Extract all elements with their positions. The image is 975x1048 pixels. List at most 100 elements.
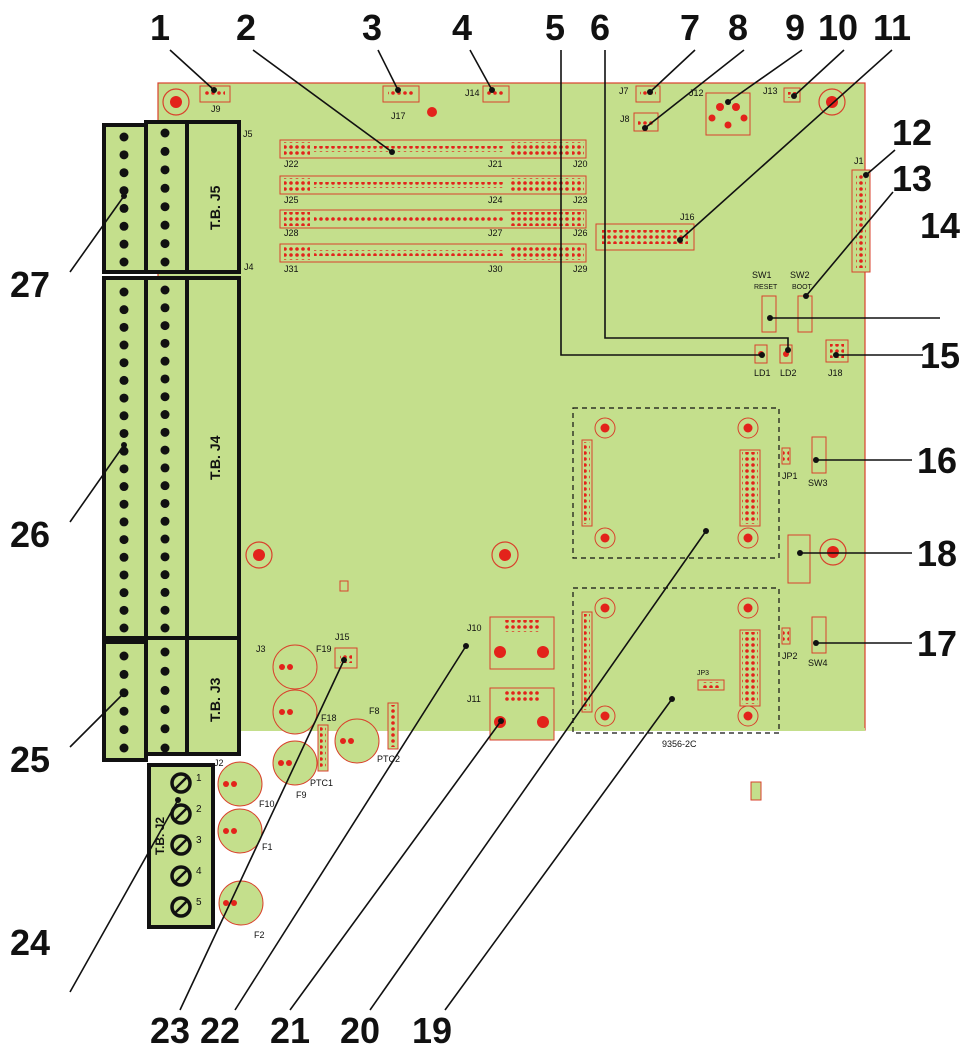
module-footprint-upper — [572, 407, 780, 559]
terminal-screw — [160, 445, 170, 455]
screw-slot — [174, 807, 188, 821]
terminal-screw — [160, 647, 170, 657]
terminal-block-j5: T.B. J5 — [102, 120, 241, 274]
terminal-block-j4: T.B. J4 — [102, 276, 241, 640]
terminal-screw — [119, 570, 129, 580]
terminal-screw — [119, 411, 129, 421]
terminal-screw — [160, 356, 170, 366]
terminal-screw — [119, 605, 129, 615]
terminal-screw — [160, 605, 170, 615]
callouts-bottom: 23 22 21 20 19 — [150, 1010, 452, 1048]
bus-headers: J22 J21 J20 J25 J24 J23 J28 J27 J26 J31 … — [279, 139, 588, 274]
label-j14: J14 — [465, 88, 480, 98]
label-boot: BOOT — [792, 284, 813, 291]
label-j28: J28 — [284, 228, 299, 238]
callout-2: 2 — [236, 7, 256, 48]
label-j11: J11 — [467, 694, 481, 704]
terminal-screw — [160, 303, 170, 313]
terminal-screw — [160, 321, 170, 331]
label-j27: J27 — [488, 228, 503, 238]
terminal-screw — [119, 517, 129, 527]
callout-23: 23 — [150, 1010, 190, 1048]
terminal-screw — [119, 393, 129, 403]
terminal-screw — [119, 340, 129, 350]
terminal-screw — [119, 132, 129, 142]
callout-18: 18 — [917, 533, 957, 574]
callout-3: 3 — [362, 7, 382, 48]
callout-9: 9 — [785, 7, 805, 48]
terminal-screw — [160, 285, 170, 295]
label-j30: J30 — [488, 264, 503, 274]
callout-25: 25 — [10, 739, 50, 780]
label-j10: J10 — [467, 623, 482, 633]
terminal-screw — [160, 239, 170, 249]
label-j20: J20 — [573, 159, 588, 169]
label-sw3: SW3 — [808, 478, 828, 488]
callout-6: 6 — [590, 7, 610, 48]
label-j18: J18 — [828, 368, 843, 378]
terminal-screw — [119, 588, 129, 598]
terminal-screw — [119, 623, 129, 633]
terminal-screw — [119, 669, 129, 679]
terminal-screw — [119, 186, 129, 196]
terminal-screw — [160, 146, 170, 156]
label-reset: RESET — [754, 284, 778, 291]
terminal-screw — [119, 499, 129, 509]
screw-slot — [174, 900, 188, 914]
terminal-screw — [119, 358, 129, 368]
callout-4: 4 — [452, 7, 472, 48]
terminal-screw — [119, 552, 129, 562]
terminal-screw — [119, 150, 129, 160]
terminal-screw — [160, 481, 170, 491]
label-j22: J22 — [284, 159, 299, 169]
terminal-screw — [160, 587, 170, 597]
label-f19: F19 — [316, 644, 332, 654]
label-f10: F10 — [259, 799, 275, 809]
label-ptc1: PTC1 — [310, 778, 333, 788]
callout-27: 27 — [10, 264, 50, 305]
terminal-screw — [119, 651, 129, 661]
terminal-screw — [160, 128, 170, 138]
label-j15: J15 — [335, 632, 350, 642]
label-j8: J8 — [620, 114, 630, 124]
screw-slot — [174, 838, 188, 852]
callouts-top: 1 2 3 4 5 6 7 8 9 10 11 — [150, 7, 911, 48]
callout-21: 21 — [270, 1010, 310, 1048]
leader-lines — [69, 49, 940, 1011]
label-j31: J31 — [284, 264, 299, 274]
terminal-screw — [119, 535, 129, 545]
screw-slot — [174, 776, 188, 790]
terminal-screw — [119, 257, 129, 267]
callouts-left: 27 26 25 24 — [10, 264, 50, 963]
terminal-block-j3: T.B. J3 — [102, 636, 241, 762]
label-j12: J12 — [689, 88, 704, 98]
terminal-screw — [160, 498, 170, 508]
callout-11: 11 — [873, 7, 911, 48]
right-side-components: JP1 SW3 JP2 SW4 — [750, 436, 828, 801]
label-jp2: JP2 — [782, 651, 798, 661]
tb-j5-title: T.B. J5 — [207, 185, 223, 230]
callout-10: 10 — [818, 7, 858, 48]
terminal-screw — [119, 322, 129, 332]
terminal-screw — [160, 183, 170, 193]
terminal-screw — [160, 743, 170, 753]
callout-15: 15 — [920, 335, 960, 376]
label-j23: J23 — [573, 195, 588, 205]
label-ld2: LD2 — [780, 368, 797, 378]
label-jp3: JP3 — [697, 670, 709, 677]
terminal-screw — [160, 685, 170, 695]
terminal-screw — [119, 428, 129, 438]
label-j3-silk: J3 — [256, 644, 266, 654]
terminal-screw — [119, 482, 129, 492]
tb-j2-pin-number: 4 — [196, 866, 202, 877]
callout-24: 24 — [10, 922, 50, 963]
callout-5: 5 — [545, 7, 565, 48]
terminal-screw — [160, 257, 170, 267]
label-j4-silk: J4 — [244, 262, 254, 272]
terminal-screw — [119, 168, 129, 178]
tb-j2-pin-number: 2 — [196, 804, 202, 815]
j10-j11-connectors: J10 J11 — [467, 616, 555, 741]
label-f9: F9 — [296, 790, 307, 800]
terminal-screw — [160, 220, 170, 230]
